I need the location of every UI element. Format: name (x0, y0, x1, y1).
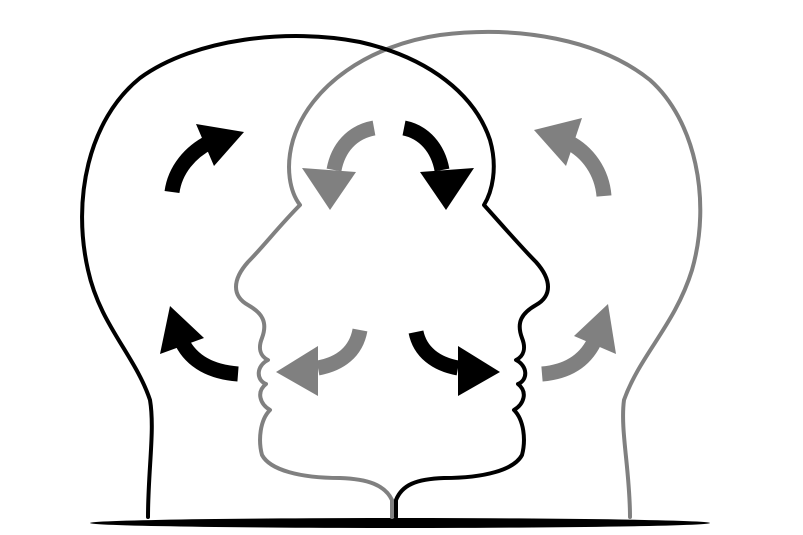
left-head-upper-arrow (164, 124, 244, 194)
left-head-forehead-arrow (402, 120, 474, 210)
right-head-lower-arrow (541, 304, 616, 382)
left-head-lower-arrow (160, 306, 239, 382)
right-head-forehead-arrow (302, 120, 376, 210)
ground-shadow (90, 518, 710, 528)
left-head-outline (80, 34, 550, 519)
right-head-mouth-arrow (276, 328, 368, 396)
right-head-upper-arrow (534, 118, 612, 197)
left-head-mouth-arrow (408, 329, 500, 396)
right-head-outline (234, 30, 703, 519)
